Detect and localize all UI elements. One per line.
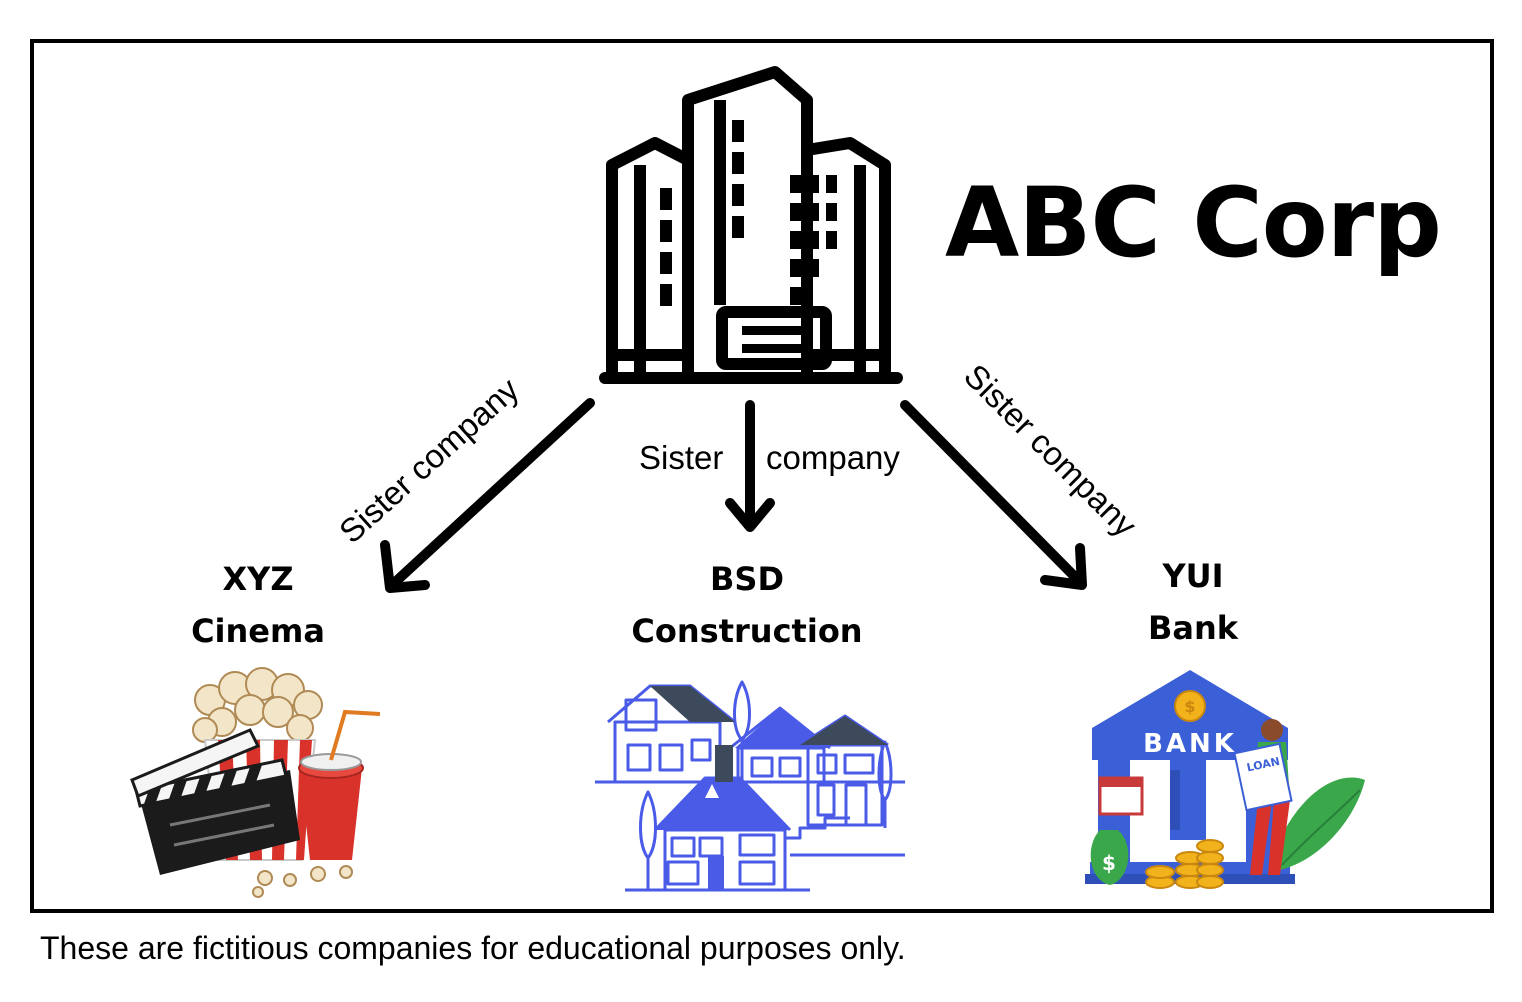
office-building-icon — [599, 66, 903, 384]
edge-label-bank: Sister company — [957, 357, 1144, 544]
bank-building-icon: $ BANK $ — [1085, 670, 1365, 889]
company-name-bank: YUI Bank — [1093, 550, 1293, 654]
arrow-to-cinema — [380, 398, 595, 593]
edge-label-construction-right: company — [766, 439, 900, 476]
houses-construction-icon — [595, 680, 905, 892]
edge-label-construction-left: Sister — [639, 439, 724, 476]
footnote-disclaimer: These are fictitious companies for educa… — [40, 930, 906, 966]
company-name-construction: BSD Construction — [612, 553, 882, 657]
company-name-line2: Construction — [631, 612, 863, 650]
arrow-to-construction — [725, 400, 775, 532]
company-name-line1: XYZ — [222, 560, 294, 598]
company-name-line2: Cinema — [191, 612, 325, 650]
edge-label-cinema: Sister company — [332, 370, 526, 550]
company-name-cinema: XYZ Cinema — [158, 553, 358, 657]
bank-sign-text: BANK — [1143, 729, 1237, 759]
company-name-line2: Bank — [1147, 609, 1239, 647]
arrow-to-bank — [900, 400, 1087, 590]
money-bag-dollar-sign: $ — [1102, 851, 1116, 875]
diagram-frame — [30, 39, 1494, 913]
cinema-popcorn-clapperboard-icon — [130, 667, 381, 898]
company-name-line1: BSD — [710, 560, 784, 598]
parent-company-name: ABC Corp — [945, 167, 1442, 279]
building-windows — [660, 120, 837, 353]
company-name-line1: YUI — [1162, 557, 1224, 595]
houses-fills — [650, 686, 888, 890]
coin-dollar-sign: $ — [1184, 697, 1195, 716]
